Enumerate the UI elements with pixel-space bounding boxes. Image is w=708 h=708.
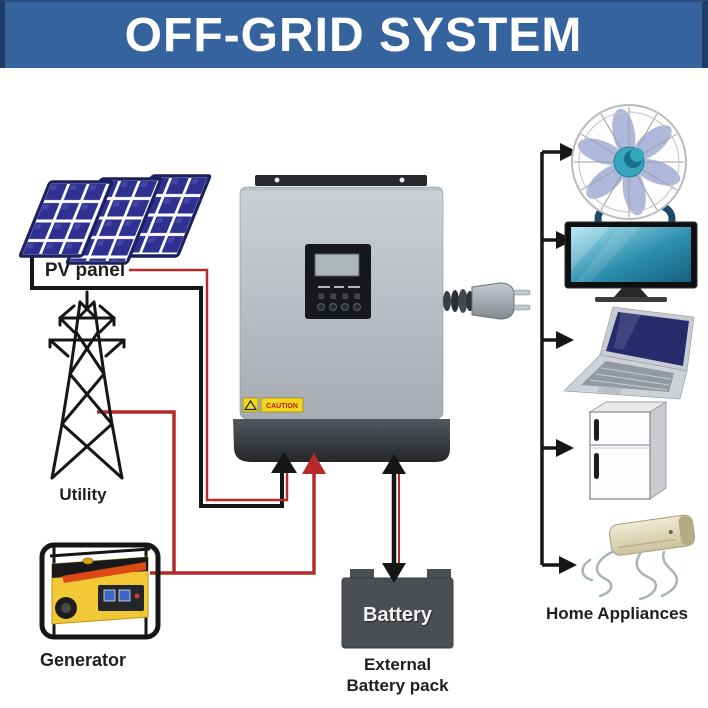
generator-icon [39, 542, 161, 640]
caution-text: CAUTION [266, 403, 298, 410]
transmission-tower-icon [48, 290, 126, 480]
inverter-icon: CAUTION [233, 175, 531, 462]
battery-caption-line2: Battery pack [346, 676, 449, 695]
pv-wire-red [129, 268, 289, 502]
page-title: OFF-GRID SYSTEM [124, 8, 583, 62]
refrigerator-icon [588, 401, 668, 500]
solar-panels-icon [18, 174, 212, 265]
battery-label: Battery [363, 604, 432, 626]
fridge-arrowhead [556, 439, 574, 457]
title-banner: OFF-GRID SYSTEM [0, 0, 708, 68]
laptop-icon [563, 306, 695, 400]
airflow-swirls [581, 550, 679, 601]
pv-wire-black [30, 250, 284, 508]
generator-label: Generator [39, 650, 127, 670]
battery-arrow-up [382, 454, 406, 474]
battery-arrow-down [382, 563, 406, 583]
inverter-display [305, 244, 371, 319]
generator-arrowhead [302, 453, 326, 474]
tv-icon [564, 221, 698, 302]
arrowheads [271, 143, 578, 583]
caution-label: CAUTION [242, 397, 304, 413]
battery-caption-line1: External [363, 655, 432, 674]
wiring [30, 150, 562, 575]
fan-arrowhead [560, 143, 578, 161]
power-plug-icon [443, 282, 531, 320]
ac-arrowhead [559, 556, 577, 574]
air-conditioner-icon [581, 514, 696, 601]
utility-label: Utility [59, 485, 107, 504]
fan-icon [571, 104, 687, 236]
home-appliances-label: Home Appliances [545, 604, 689, 623]
pv-panel-label: PV panel [44, 260, 126, 281]
utility-wire-red [97, 410, 176, 573]
pv-arrowhead [271, 452, 297, 473]
generator-wire-red [150, 462, 316, 575]
battery-icon [341, 569, 454, 649]
laptop-arrowhead [556, 331, 574, 349]
